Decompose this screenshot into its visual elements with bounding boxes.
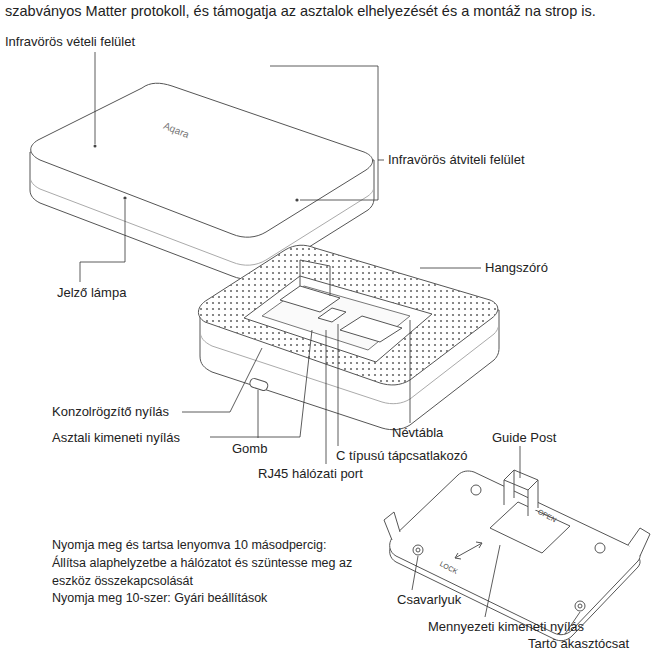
part-label: Jelző lámpa <box>57 285 126 301</box>
instruction-note: Nyomja meg 10-szer: Gyári beállítások <box>52 591 267 606</box>
part-label: Asztali kimeneti nyílás <box>52 430 180 446</box>
part-label: RJ45 hálózati port <box>258 466 363 482</box>
part-label: Hangszóró <box>485 260 548 276</box>
part-label: Mennyezeti kimeneti nyílás <box>428 619 584 635</box>
part-label: Gomb <box>232 441 267 457</box>
part-label: C típusú tápcsatlakozó <box>336 448 468 464</box>
part-label: Konzolrögzítő nyílás <box>52 404 169 420</box>
part-label: Tartó akasztócsat <box>528 636 629 652</box>
ceiling-bracket <box>384 470 650 641</box>
part-label: Guide Post <box>492 430 556 446</box>
part-label: Névtábla <box>392 425 443 441</box>
hub-base <box>190 240 510 430</box>
part-label: Infravörös vételi felület <box>5 34 135 50</box>
heading-text: szabványos Matter protokoll, és támogatj… <box>5 3 596 20</box>
part-label: Csavarlyuk <box>397 592 461 608</box>
part-label: Infravörös átviteli felület <box>388 152 525 168</box>
instruction-note: Nyomja meg és tartsa lenyomva 10 másodpe… <box>52 537 357 590</box>
